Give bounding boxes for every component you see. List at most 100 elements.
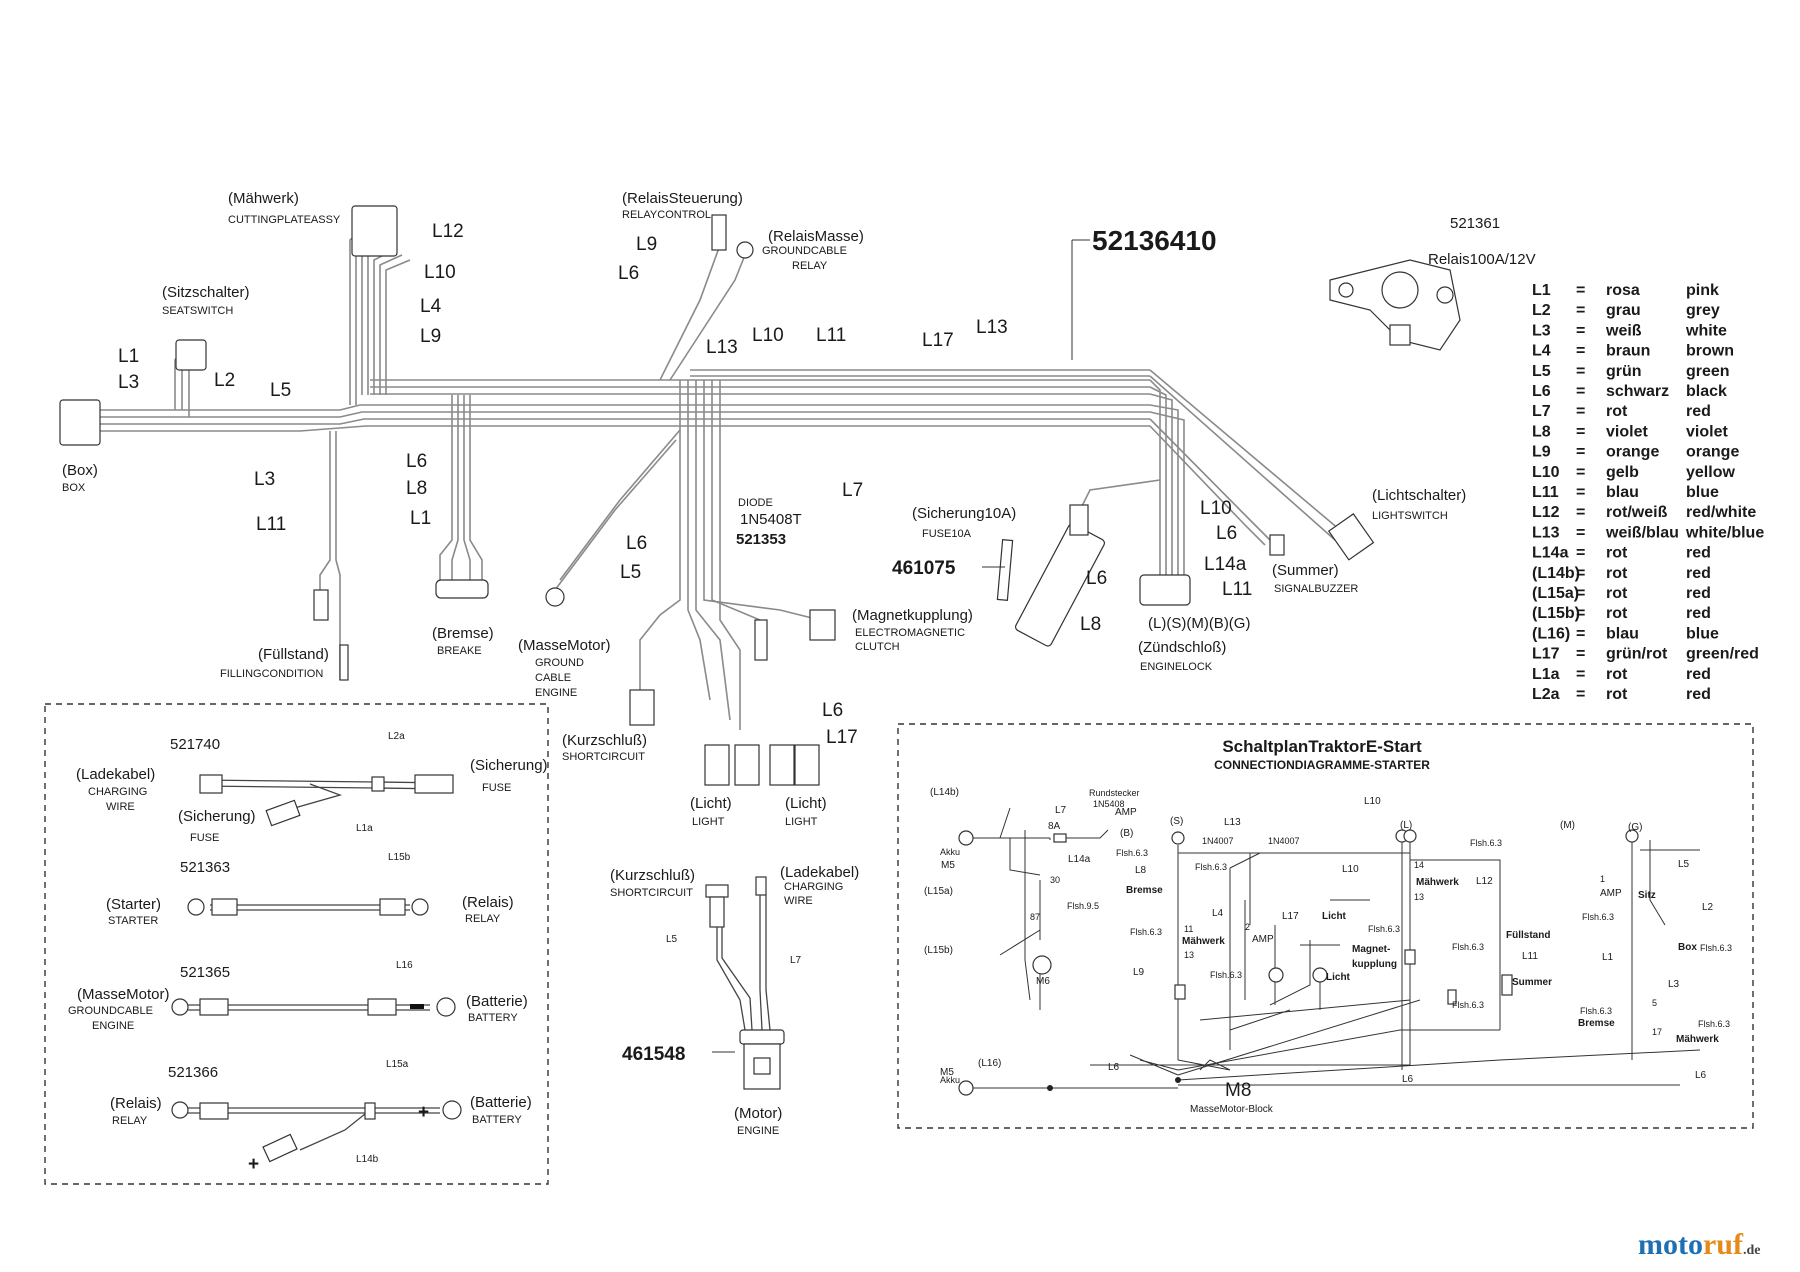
- engine-harness: (Kurzschluß) SHORTCIRCUIT (Ladekabel) CH…: [610, 864, 859, 1137]
- relais-steuerung-en: RELAYCONTROL: [622, 209, 711, 221]
- color-key-eq: =: [1576, 605, 1585, 622]
- sch-label: Flsh.6.3: [1580, 1006, 1612, 1016]
- color-key-de: rot: [1606, 403, 1628, 420]
- sch-label: Flsh.6.3: [1452, 1000, 1484, 1010]
- sch-label: AMP: [1252, 934, 1274, 945]
- cable-wire: L2a: [388, 731, 405, 742]
- color-key-en: red: [1686, 686, 1711, 703]
- color-key-code: L1: [1532, 282, 1551, 299]
- wire-label: L6: [1216, 523, 1237, 544]
- color-key-de: rot: [1606, 605, 1628, 622]
- wire-label: L10: [1200, 498, 1232, 519]
- diode-label: DIODE: [738, 497, 773, 509]
- diode-number: 521353: [736, 531, 786, 548]
- color-key-eq: =: [1576, 464, 1585, 481]
- logo-part-c: .de: [1742, 1243, 1761, 1258]
- wire-label: L6: [1086, 568, 1107, 589]
- engine-bottom-en: ENGINE: [737, 1125, 779, 1137]
- sch-label: Licht: [1322, 911, 1347, 922]
- wire-label: L4: [420, 296, 442, 317]
- zuendschloss-pins: (L)(S)(M)(B)(G): [1148, 615, 1250, 632]
- wire-label: L9: [636, 234, 657, 255]
- wire-label: L6: [822, 700, 843, 721]
- color-key-code: L1a: [1532, 666, 1560, 683]
- color-key-code: L12: [1532, 504, 1560, 521]
- cable-left-de: (MasseMotor): [77, 986, 170, 1003]
- kurzschluss-en: SHORTCIRCUIT: [562, 751, 645, 763]
- sch-label: (L14b): [930, 787, 959, 798]
- sch-label: (G): [1628, 822, 1642, 833]
- color-key-de: weiß/blau: [1605, 524, 1679, 541]
- color-key-eq: =: [1576, 625, 1585, 642]
- sch-label: 5: [1652, 998, 1657, 1008]
- color-key-en: yellow: [1686, 464, 1735, 481]
- fuse10a-label: (Sicherung10A): [912, 505, 1016, 522]
- engine-bottom-de: (Motor): [734, 1105, 782, 1122]
- wire-label: L3: [254, 469, 275, 490]
- cable-left-en: RELAY: [112, 1115, 148, 1127]
- summer-label: (Summer): [1272, 562, 1339, 579]
- wire-label: L11: [1222, 579, 1252, 600]
- sch-label: AMP: [1115, 807, 1137, 818]
- color-key-eq: =: [1576, 363, 1585, 380]
- color-key-en: black: [1686, 383, 1727, 400]
- color-key-code: (L16): [1532, 625, 1570, 642]
- sch-label: MasseMotor-Block: [1190, 1104, 1274, 1115]
- cable-521740: 521740 L2a L1a (Ladekabel) CHARGING WIRE…: [76, 731, 548, 844]
- color-key-eq: =: [1576, 383, 1585, 400]
- sch-label: 1: [1600, 874, 1605, 884]
- sch-label: 11: [1184, 924, 1193, 934]
- cable-521363: 521363 L15b (Starter) STARTER (Relais) R…: [106, 852, 514, 927]
- wire-label: L7: [842, 480, 863, 501]
- color-key-de: weiß: [1605, 322, 1642, 339]
- color-key-en: red: [1686, 545, 1711, 562]
- cable-right-de: (Sicherung): [470, 757, 548, 774]
- sch-label: L2: [1702, 902, 1714, 913]
- sch-label: kupplung: [1352, 959, 1397, 970]
- licht2-en: LIGHT: [785, 816, 818, 828]
- color-key-de: rot: [1606, 565, 1628, 582]
- fuellstand-label: (Füllstand): [258, 646, 329, 663]
- color-key-code: L11: [1532, 484, 1559, 501]
- magnetkupplung-en2: CLUTCH: [855, 641, 900, 653]
- sch-label: Akku: [940, 1075, 960, 1085]
- color-key-en: white: [1685, 322, 1727, 339]
- sch-label: Rundstecker: [1089, 788, 1140, 798]
- masse-motor-en3: ENGINE: [535, 687, 577, 699]
- sch-label: (L16): [978, 1058, 1001, 1069]
- color-key-eq: =: [1576, 666, 1585, 683]
- fuse10a-number: 461075: [892, 558, 956, 579]
- color-key-en: grey: [1686, 302, 1720, 319]
- relais-steuerung-label: (RelaisSteuerung): [622, 190, 743, 207]
- kurzschluss-label: (Kurzschluß): [562, 732, 647, 749]
- sch-label: M5: [941, 860, 955, 871]
- engine-right-en2: WIRE: [784, 895, 813, 907]
- sch-label: L12: [1476, 876, 1493, 887]
- sch-label: 14: [1414, 860, 1424, 870]
- sch-label: (L15a): [924, 886, 953, 897]
- sch-label: Flsh.6.3: [1452, 942, 1484, 952]
- sch-label: L13: [1224, 817, 1241, 828]
- sch-label: Licht: [1326, 972, 1351, 983]
- sch-label: Flsh.6.3: [1700, 943, 1732, 953]
- fuse10a-en: FUSE10A: [922, 528, 972, 540]
- sch-label: 87: [1030, 912, 1040, 922]
- sch-label: L4: [1212, 908, 1224, 919]
- color-key-en: blue: [1686, 484, 1719, 501]
- sch-label: 2: [1245, 922, 1250, 932]
- color-key-en: violet: [1686, 423, 1728, 440]
- cable-left-de: (Ladekabel): [76, 766, 155, 783]
- masse-motor-en1: GROUND: [535, 657, 584, 669]
- color-key-code: L6: [1532, 383, 1551, 400]
- cable-left-en: STARTER: [108, 915, 158, 927]
- logo-part-b: ruf: [1702, 1228, 1743, 1261]
- cables-box: [44, 703, 549, 1185]
- cable-left-de: (Starter): [106, 896, 161, 913]
- wire-label: L6: [618, 263, 639, 284]
- cable-right-de: (Batterie): [466, 993, 528, 1010]
- sch-label: Mähwerk: [1676, 1034, 1719, 1045]
- sch-label: L8: [1135, 865, 1147, 876]
- cable-left-en1: CHARGING: [88, 786, 147, 798]
- color-key-en: red: [1686, 565, 1711, 582]
- color-key-de: blau: [1606, 484, 1639, 501]
